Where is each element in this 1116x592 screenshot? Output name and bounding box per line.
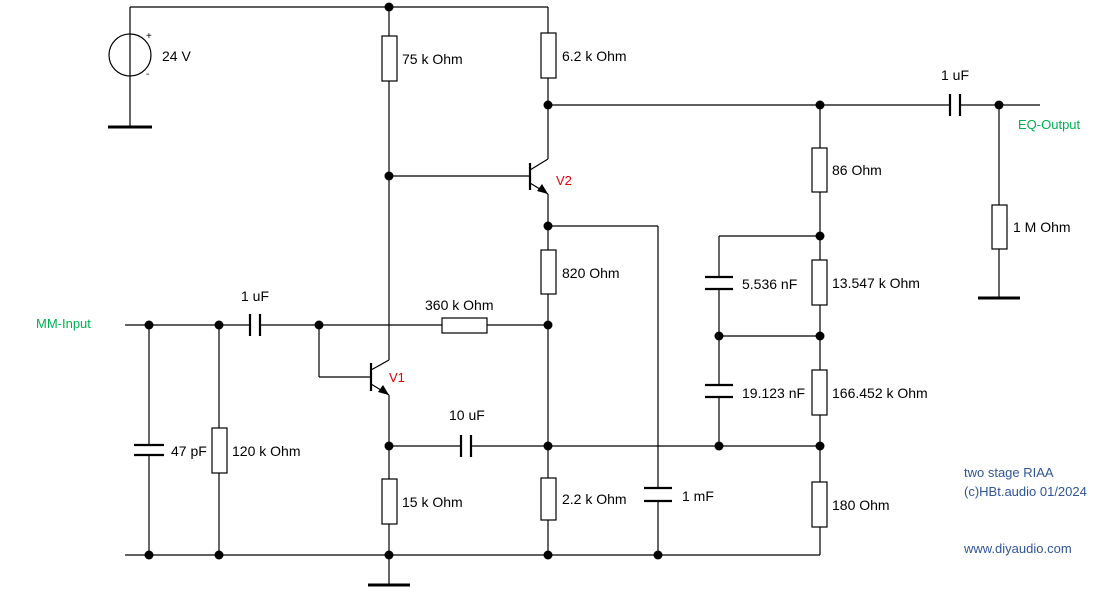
resistor-13k547-label: 13.547 k Ohm [832,275,920,291]
capacitor-10uf [459,435,473,457]
capacitor-out-1uf [948,94,962,116]
labels: + - 24 V 75 k Ohm 6.2 k Ohm 1 uF EQ-Outp… [36,31,1087,556]
resistor-820-label: 820 Ohm [562,265,620,281]
junction-dots [144,2,1004,560]
capacitor-5n536 [705,275,733,291]
resistor-6k2 [540,32,557,79]
supply-plus-sign: + [146,31,152,42]
resistor-360k [441,317,488,334]
resistor-120k-label: 120 k Ohm [232,443,300,459]
resistor-15k-label: 15 k Ohm [402,494,463,510]
ground-symbols [108,125,1020,587]
transistor-v2-label: V2 [556,173,572,188]
resistor-6k2-label: 6.2 k Ohm [562,48,627,64]
resistor-166k452 [811,369,828,416]
capacitor-in-1uf [248,314,262,336]
input-port-label: MM-Input [36,316,91,331]
resistor-180-label: 180 Ohm [832,497,890,513]
capacitors [134,94,962,503]
resistor-360k-label: 360 k Ohm [425,297,493,313]
output-port-label: EQ-Output [1018,117,1081,132]
transistor-v2 [528,158,549,195]
resistor-120k [211,427,228,474]
capacitor-1mf-label: 1 mF [682,488,714,504]
title-note: two stage RIAA [964,465,1054,480]
copyright-note: (c)HBt.audio 01/2024 [964,484,1087,499]
resistor-86-label: 86 Ohm [832,162,882,178]
resistors [211,32,1008,528]
capacitor-10u-label: 10 uF [449,407,485,423]
supply-minus-sign: - [146,69,149,80]
capacitor-47p-label: 47 pF [171,443,207,459]
capacitor-19n123 [705,383,733,399]
voltage-source [108,33,152,77]
website-note: www.diyaudio.com [963,541,1072,556]
capacitor-out-label: 1 uF [941,67,969,83]
capacitor-19n123-label: 19.123 nF [742,385,805,401]
supply-voltage-label: 24 V [162,48,191,64]
resistor-1m [991,204,1008,250]
resistor-820 [540,249,557,295]
transistor-v1-label: V1 [389,370,405,385]
resistor-75k [381,35,398,82]
transistor-v1 [369,359,390,396]
capacitor-47p [134,443,164,457]
resistor-2k2-label: 2.2 k Ohm [562,491,627,507]
resistor-86 [811,147,828,193]
capacitor-1mf [644,486,672,503]
resistor-1m-label: 1 M Ohm [1013,219,1071,235]
resistor-75k-label: 75 k Ohm [402,51,463,67]
resistor-2k2 [540,477,557,521]
resistor-13k547 [811,259,828,306]
resistor-15k [381,478,398,525]
capacitor-in-label: 1 uF [241,288,269,304]
capacitor-5n536-label: 5.536 nF [742,276,797,292]
resistor-166k452-label: 166.452 k Ohm [832,385,928,401]
resistor-180 [811,481,828,528]
